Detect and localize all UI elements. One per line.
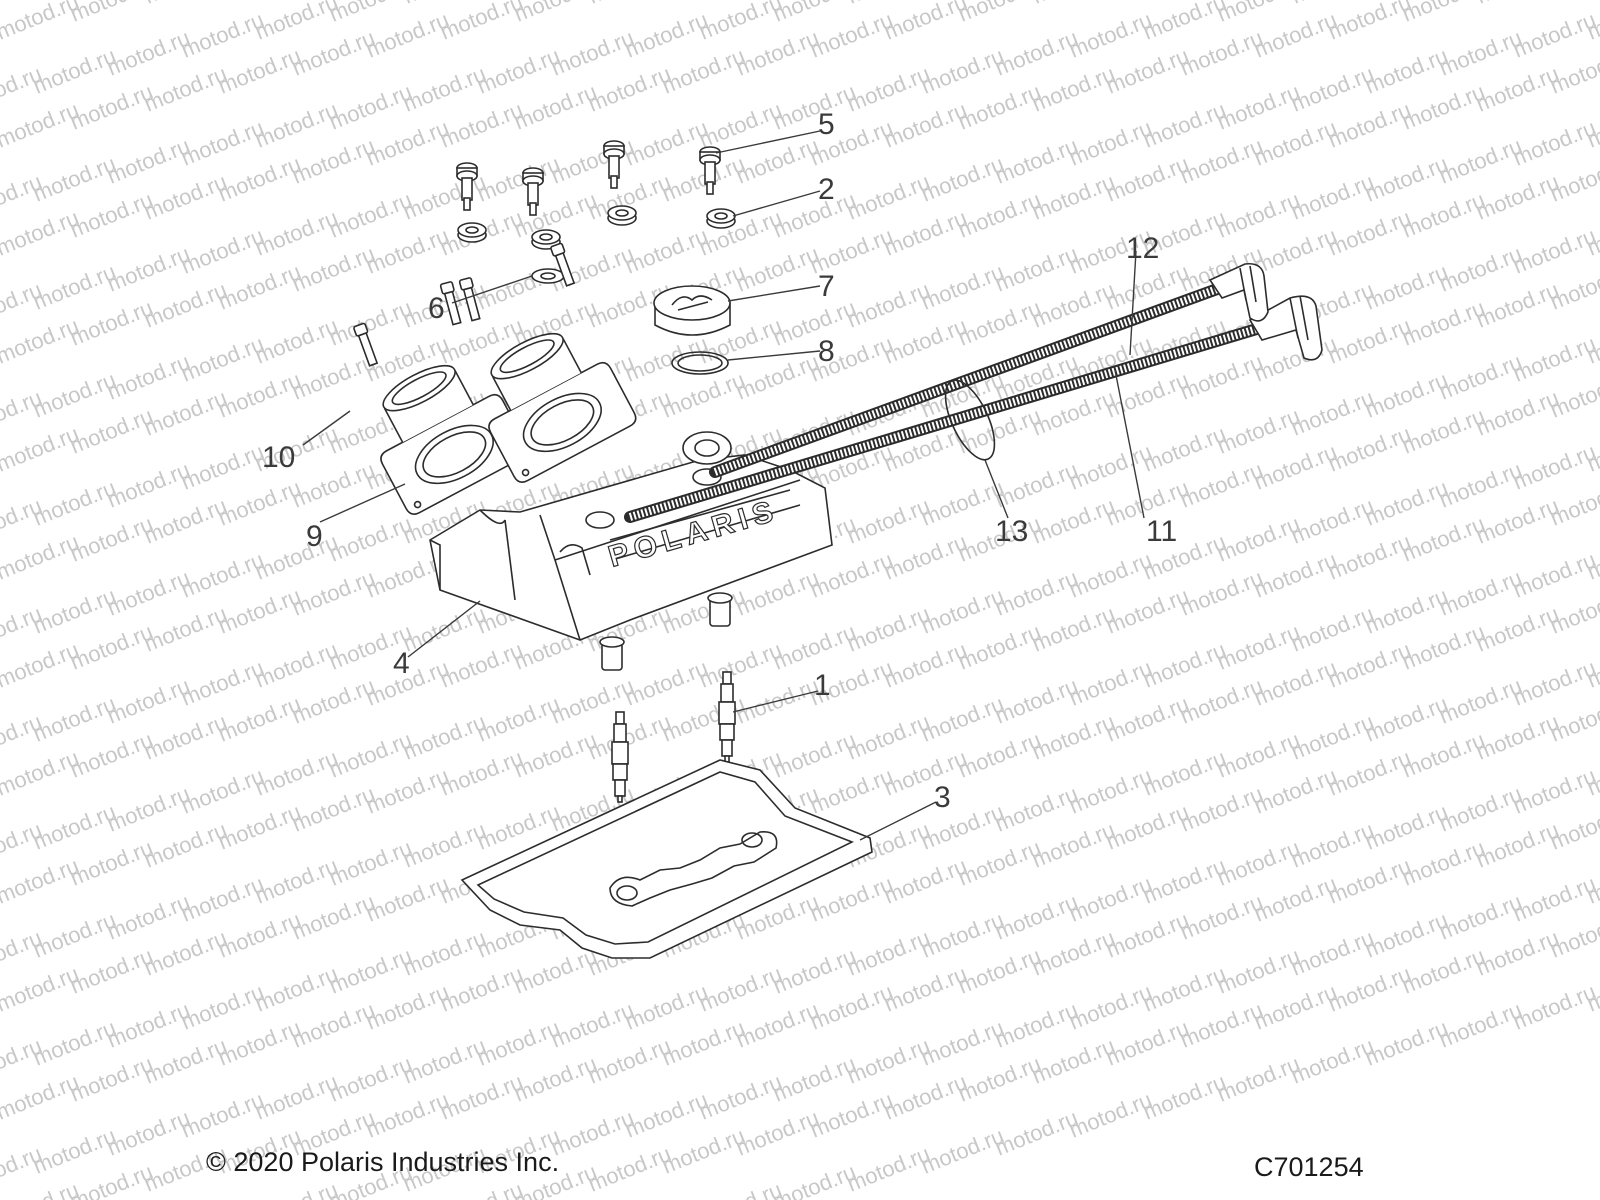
callout-5: 5 bbox=[818, 108, 835, 141]
short-bolt-a bbox=[550, 242, 576, 287]
callout-12: 12 bbox=[1126, 232, 1159, 265]
callout-2: 2 bbox=[818, 173, 835, 206]
short-bolt-group bbox=[353, 242, 576, 367]
intake-boot-part-9b bbox=[488, 332, 637, 483]
spark-plug-part-1a bbox=[611, 711, 629, 803]
callout-10: 10 bbox=[262, 441, 295, 474]
callout-13: 13 bbox=[995, 515, 1028, 548]
gasket-part-3 bbox=[460, 759, 873, 959]
leader-lines bbox=[302, 130, 1145, 841]
short-bolt-d bbox=[353, 322, 379, 367]
grommet-part-2d bbox=[706, 208, 736, 229]
callout-6: 6 bbox=[428, 292, 445, 325]
short-bolt-c bbox=[458, 277, 481, 322]
valve-cover-part-4: POLARIS bbox=[429, 431, 833, 671]
copyright-text: © 2020 Polaris Industries Inc. bbox=[206, 1147, 559, 1177]
short-bolt-b bbox=[439, 281, 462, 326]
bolt-group-top bbox=[456, 140, 721, 216]
bolt-part-5b bbox=[522, 167, 544, 216]
oil-cap-part-7 bbox=[653, 285, 731, 336]
o-ring-part-8 bbox=[671, 351, 729, 375]
wire-retainer-part-13 bbox=[944, 379, 996, 461]
grommet-part-2a bbox=[457, 222, 487, 243]
spark-plug-part-1b bbox=[718, 671, 736, 763]
grommet-group bbox=[457, 205, 736, 250]
callout-8: 8 bbox=[818, 335, 835, 368]
bolt-part-5a bbox=[456, 162, 478, 211]
callout-7: 7 bbox=[818, 270, 835, 303]
grommet-part-2b bbox=[531, 229, 561, 250]
ignition-wire-part-11 bbox=[709, 262, 1269, 478]
bolt-part-5d bbox=[699, 146, 721, 195]
callout-3: 3 bbox=[934, 781, 951, 814]
bolt-part-5c bbox=[603, 140, 625, 189]
grommet-part-2c bbox=[607, 205, 637, 226]
callout-1: 1 bbox=[814, 669, 831, 702]
ignition-wire-part-12 bbox=[624, 295, 1323, 523]
washer-part-6 bbox=[531, 268, 565, 284]
callout-11: 11 bbox=[1146, 515, 1177, 548]
diagram-code: C701254 bbox=[1254, 1152, 1364, 1182]
callout-4: 4 bbox=[393, 647, 410, 680]
callout-labels: 5 2 6 7 8 10 9 4 1 3 12 11 13 bbox=[262, 108, 1177, 814]
callout-9: 9 bbox=[306, 520, 323, 553]
